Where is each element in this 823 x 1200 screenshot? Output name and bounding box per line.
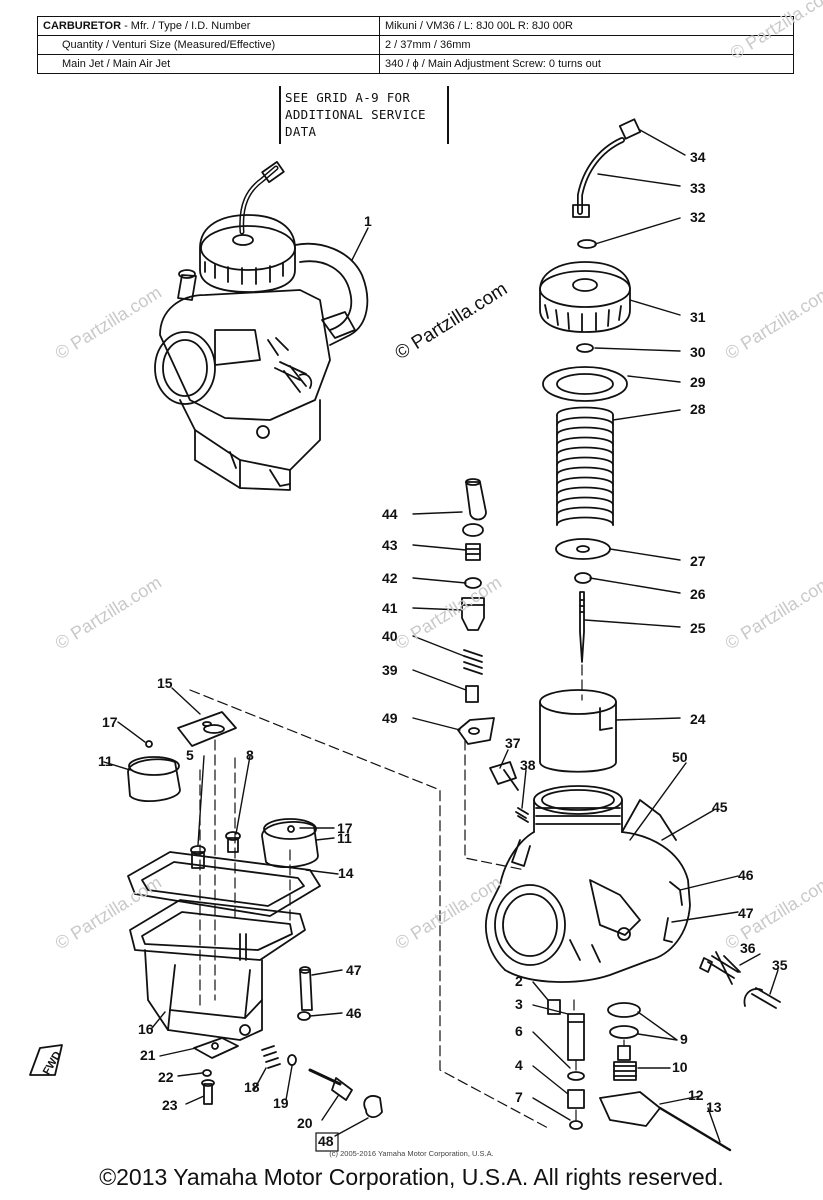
carburetor-body-drawing — [484, 785, 781, 1009]
part-label-23: 23 — [162, 1097, 178, 1113]
part-label-35: 35 — [772, 957, 788, 973]
top-cap-assembly-drawing — [539, 118, 642, 402]
part-label-34: 34 — [690, 149, 706, 165]
air-screw-drawing — [489, 761, 529, 823]
part-label-46-right: 46 — [738, 867, 754, 883]
part-label-13: 13 — [706, 1099, 722, 1115]
part-label-10: 10 — [672, 1059, 688, 1075]
part-label-18: 18 — [244, 1079, 260, 1095]
float-valve-parts-drawing — [599, 1002, 732, 1152]
part-label-2: 2 — [515, 973, 523, 989]
part-label-49: 49 — [382, 710, 398, 726]
assembled-carburetor-drawing — [154, 161, 369, 491]
jet-needle-drawing — [555, 538, 611, 663]
spec-value-jets: 340 / ϕ / Main Adjustment Screw: 0 turns… — [379, 54, 794, 74]
part-label-50: 50 — [672, 749, 688, 765]
part-label-7: 7 — [515, 1089, 523, 1105]
part-label-42: 42 — [382, 570, 398, 586]
note-line-3: DATA — [285, 124, 317, 139]
part-label-48: 48 — [318, 1133, 334, 1149]
part-label-19: 19 — [273, 1095, 289, 1111]
part-label-11-left: 11 — [98, 753, 113, 769]
part-label-27: 27 — [690, 553, 706, 569]
part-label-9: 9 — [680, 1031, 688, 1047]
throttle-valve-drawing — [539, 689, 617, 773]
part-label-47-right: 47 — [738, 905, 754, 921]
carburetor-spec-table: CARBURETOR - Mfr. / Type / I.D. Number M… — [37, 16, 794, 74]
watermark-8: © Partzilla.com — [722, 572, 823, 653]
spec-row-jets: Main Jet / Main Air Jet 340 / ϕ / Main A… — [37, 54, 794, 74]
throttle-spring-drawing — [556, 406, 614, 526]
part-label-4: 4 — [515, 1057, 523, 1073]
part-label-47-left: 47 — [346, 962, 362, 978]
part-label-40: 40 — [382, 628, 398, 644]
watermark-5: © Partzilla.com — [52, 872, 165, 953]
part-label-28: 28 — [690, 401, 706, 417]
watermark-4: © Partzilla.com — [392, 572, 505, 653]
part-label-41: 41 — [382, 600, 398, 616]
part-label-26: 26 — [690, 586, 706, 602]
watermark-10: © Partzilla.com — [727, 0, 823, 63]
part-label-29: 29 — [690, 374, 706, 390]
part-label-14: 14 — [338, 865, 354, 881]
part-label-33: 33 — [690, 180, 706, 196]
service-note-box: SEE GRID A-9 FOR ADDITIONAL SERVICE DATA — [279, 86, 449, 144]
spec-row-mfr: CARBURETOR - Mfr. / Type / I.D. Number M… — [37, 16, 794, 36]
assembly-guide-lines — [189, 664, 625, 1129]
part-48-box — [315, 1132, 339, 1152]
part-label-22: 22 — [158, 1069, 174, 1085]
part-label-43: 43 — [382, 537, 398, 553]
footer-copyright: ©2013 Yamaha Motor Corporation, U.S.A. A… — [99, 1164, 724, 1190]
part-label-8: 8 — [246, 747, 254, 763]
pilot-parts-drawing — [457, 478, 495, 745]
part-label-17-left: 17 — [102, 714, 118, 730]
part-label-6: 6 — [515, 1023, 523, 1039]
part-label-21: 21 — [140, 1047, 156, 1063]
part-label-46-left: 46 — [346, 1005, 362, 1021]
part-leader-lines — [103, 129, 779, 1143]
part-label-38: 38 — [520, 757, 536, 773]
part-label-39: 39 — [382, 662, 398, 678]
part-label-36: 36 — [740, 940, 756, 956]
fwd-label: FWD — [41, 1049, 64, 1077]
watermark-main: © Partzilla.com — [392, 279, 512, 365]
part-label-44: 44 — [382, 506, 398, 522]
forward-arrow-drawing — [29, 1044, 63, 1076]
watermark-3: © Partzilla.com — [52, 572, 165, 653]
watermarks: © Partzilla.com © Partzilla.com © Partzi… — [52, 0, 823, 953]
part-label-45: 45 — [712, 799, 728, 815]
watermark-2: © Partzilla.com — [52, 282, 165, 363]
part-label-11-right: 11 — [337, 830, 352, 846]
watermark-7: © Partzilla.com — [722, 282, 823, 363]
float-bowl-drawing — [127, 711, 383, 1118]
part-label-37: 37 — [505, 735, 521, 751]
part-number-labels: 1 34 33 32 31 30 29 28 27 26 25 24 44 43… — [98, 149, 788, 1149]
part-label-1: 1 — [364, 213, 372, 229]
note-line-2: ADDITIONAL SERVICE — [285, 107, 426, 122]
note-line-1: SEE GRID A-9 FOR — [285, 90, 411, 105]
spec-value-mfr: Mikuni / VM36 / L: 8J0 00L R: 8J0 00R — [379, 16, 794, 36]
part-label-12: 12 — [688, 1087, 704, 1103]
part-label-30: 30 — [690, 344, 706, 360]
small-copyright: (c) 2005-2016 Yamaha Motor Corporation, … — [329, 1149, 494, 1158]
part-label-16: 16 — [138, 1021, 154, 1037]
part-label-3: 3 — [515, 996, 523, 1012]
part-label-20: 20 — [297, 1115, 313, 1131]
part-label-32: 32 — [690, 209, 706, 225]
part-label-17-right: 17 — [337, 820, 353, 836]
spec-label-jets: Main Jet / Main Air Jet — [37, 54, 380, 74]
part-label-25: 25 — [690, 620, 706, 636]
part-label-31: 31 — [690, 309, 706, 325]
part-label-15: 15 — [157, 675, 173, 691]
part-label-24: 24 — [690, 711, 706, 727]
part-label-5: 5 — [186, 747, 194, 763]
